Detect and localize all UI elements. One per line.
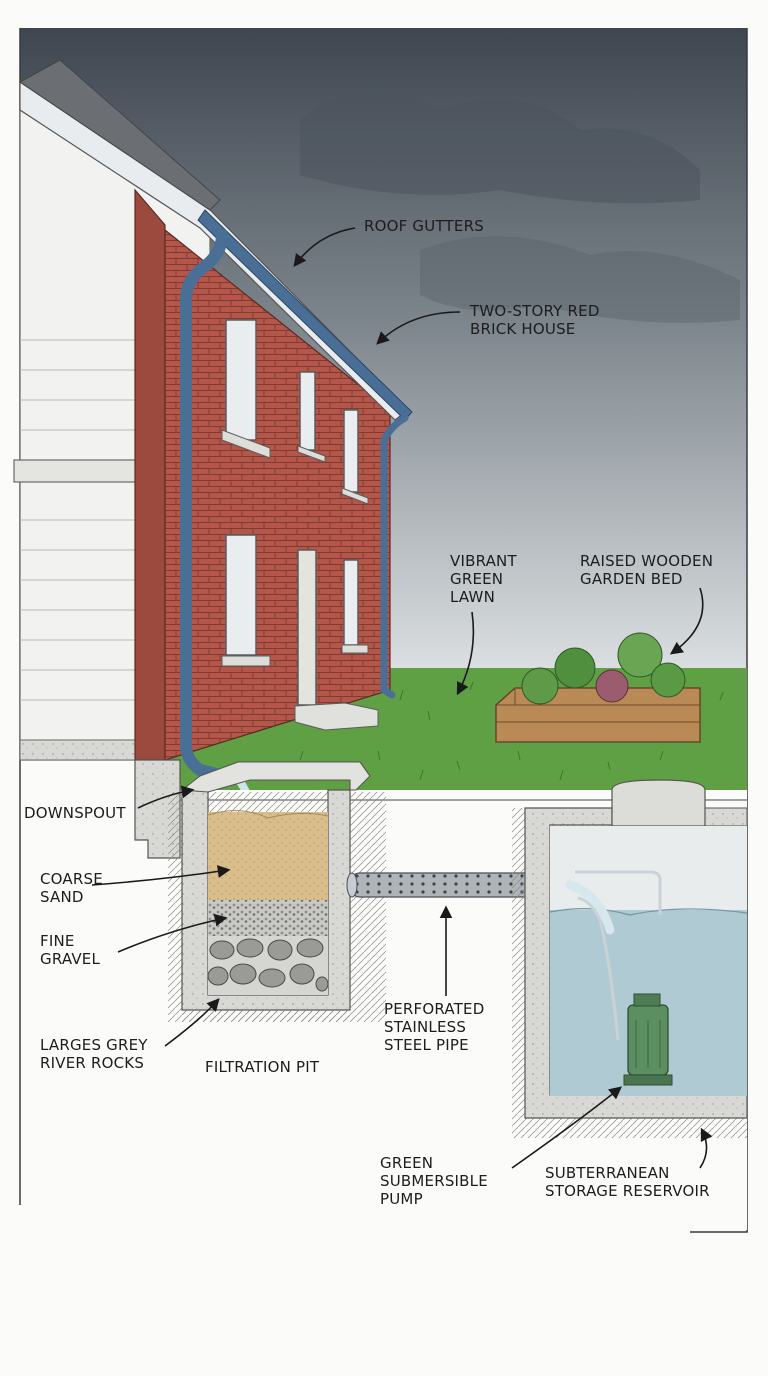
coarse-sand-layer [208, 812, 328, 900]
grass-texture [299, 681, 724, 781]
cloud [300, 92, 700, 204]
svg-text:VIBRANT: VIBRANT [450, 552, 517, 570]
svg-text:FILTRATION PIT: FILTRATION PIT [205, 1058, 320, 1076]
svg-text:GARDEN BED: GARDEN BED [580, 570, 683, 588]
neighbor-siding [20, 339, 135, 701]
svg-text:GRAVEL: GRAVEL [40, 950, 100, 968]
label-pipe: PERFORATED STAINLESS STEEL PIPE [384, 1000, 484, 1054]
downspout-right [380, 414, 409, 699]
water-surface [549, 908, 748, 916]
front-door [297, 549, 317, 706]
svg-text:RIVER ROCKS: RIVER ROCKS [40, 1054, 144, 1072]
label-filtration-pit: FILTRATION PIT [205, 1058, 320, 1076]
svg-text:SUBTERRANEAN: SUBTERRANEAN [545, 1164, 670, 1182]
svg-text:DOWNSPOUT: DOWNSPOUT [24, 804, 126, 822]
svg-text:PUMP: PUMP [380, 1190, 423, 1208]
roof-shingles [19, 59, 221, 211]
pipe-outflow [565, 880, 615, 935]
window-sills [221, 429, 369, 667]
svg-text:BRICK HOUSE: BRICK HOUSE [470, 320, 575, 338]
label-lawn: VIBRANT GREEN LAWN [450, 552, 517, 606]
svg-text:LAWN: LAWN [450, 588, 495, 606]
label-roof-gutters: ROOF GUTTERS [364, 217, 484, 235]
svg-text:STORAGE RESERVOIR: STORAGE RESERVOIR [545, 1182, 710, 1200]
brick-house-side [134, 188, 166, 761]
reservoir-manhole [611, 779, 706, 827]
label-pump: GREEN SUBMERSIBLE PUMP [380, 1154, 488, 1208]
label-fine-gravel: FINE GRAVEL [40, 932, 100, 968]
svg-text:COARSE: COARSE [40, 870, 103, 888]
label-downspout: DOWNSPOUT [24, 804, 126, 822]
submersible-pump [623, 993, 673, 1086]
annotation-arrows [91, 227, 713, 1169]
reservoir-top-slab [699, 807, 748, 827]
cloud [420, 236, 740, 323]
svg-text:RAISED WOODEN: RAISED WOODEN [580, 552, 713, 570]
pump-hose [575, 870, 662, 1041]
fine-gravel-layer [208, 900, 328, 936]
svg-text:STAINLESS: STAINLESS [384, 1018, 466, 1036]
pit-collar [180, 761, 371, 793]
downspout-left [180, 229, 238, 784]
label-coarse-sand: COARSE SAND [40, 870, 103, 906]
label-river-rocks: LARGES GREY RIVER ROCKS [40, 1036, 148, 1072]
svg-text:LARGES GREY: LARGES GREY [40, 1036, 148, 1054]
neighbor-ledge [13, 459, 143, 483]
pit-floor-hatch [182, 1010, 350, 1022]
svg-text:ROOF GUTTERS: ROOF GUTTERS [364, 217, 484, 235]
svg-text:PERFORATED: PERFORATED [384, 1000, 484, 1018]
svg-text:FINE: FINE [40, 932, 75, 950]
svg-text:SUBMERSIBLE: SUBMERSIBLE [380, 1172, 488, 1190]
neighbor-foundation [19, 739, 141, 761]
svg-text:GREEN: GREEN [450, 570, 503, 588]
door-step [294, 702, 379, 731]
svg-text:GREEN: GREEN [380, 1154, 433, 1172]
river-rocks [207, 938, 329, 992]
sand-surface [207, 810, 329, 819]
pipe-end [346, 872, 358, 898]
garden-bed-boards [496, 688, 700, 723]
svg-text:SAND: SAND [40, 888, 84, 906]
label-garden-bed: RAISED WOODEN GARDEN BED [580, 552, 713, 588]
label-reservoir: SUBTERRANEAN STORAGE RESERVOIR [545, 1164, 710, 1200]
label-house: TWO-STORY RED BRICK HOUSE [469, 302, 600, 338]
garden-plants [521, 632, 686, 705]
svg-text:STEEL PIPE: STEEL PIPE [384, 1036, 469, 1054]
svg-text:TWO-STORY RED: TWO-STORY RED [469, 302, 600, 320]
house-windows [225, 319, 359, 656]
